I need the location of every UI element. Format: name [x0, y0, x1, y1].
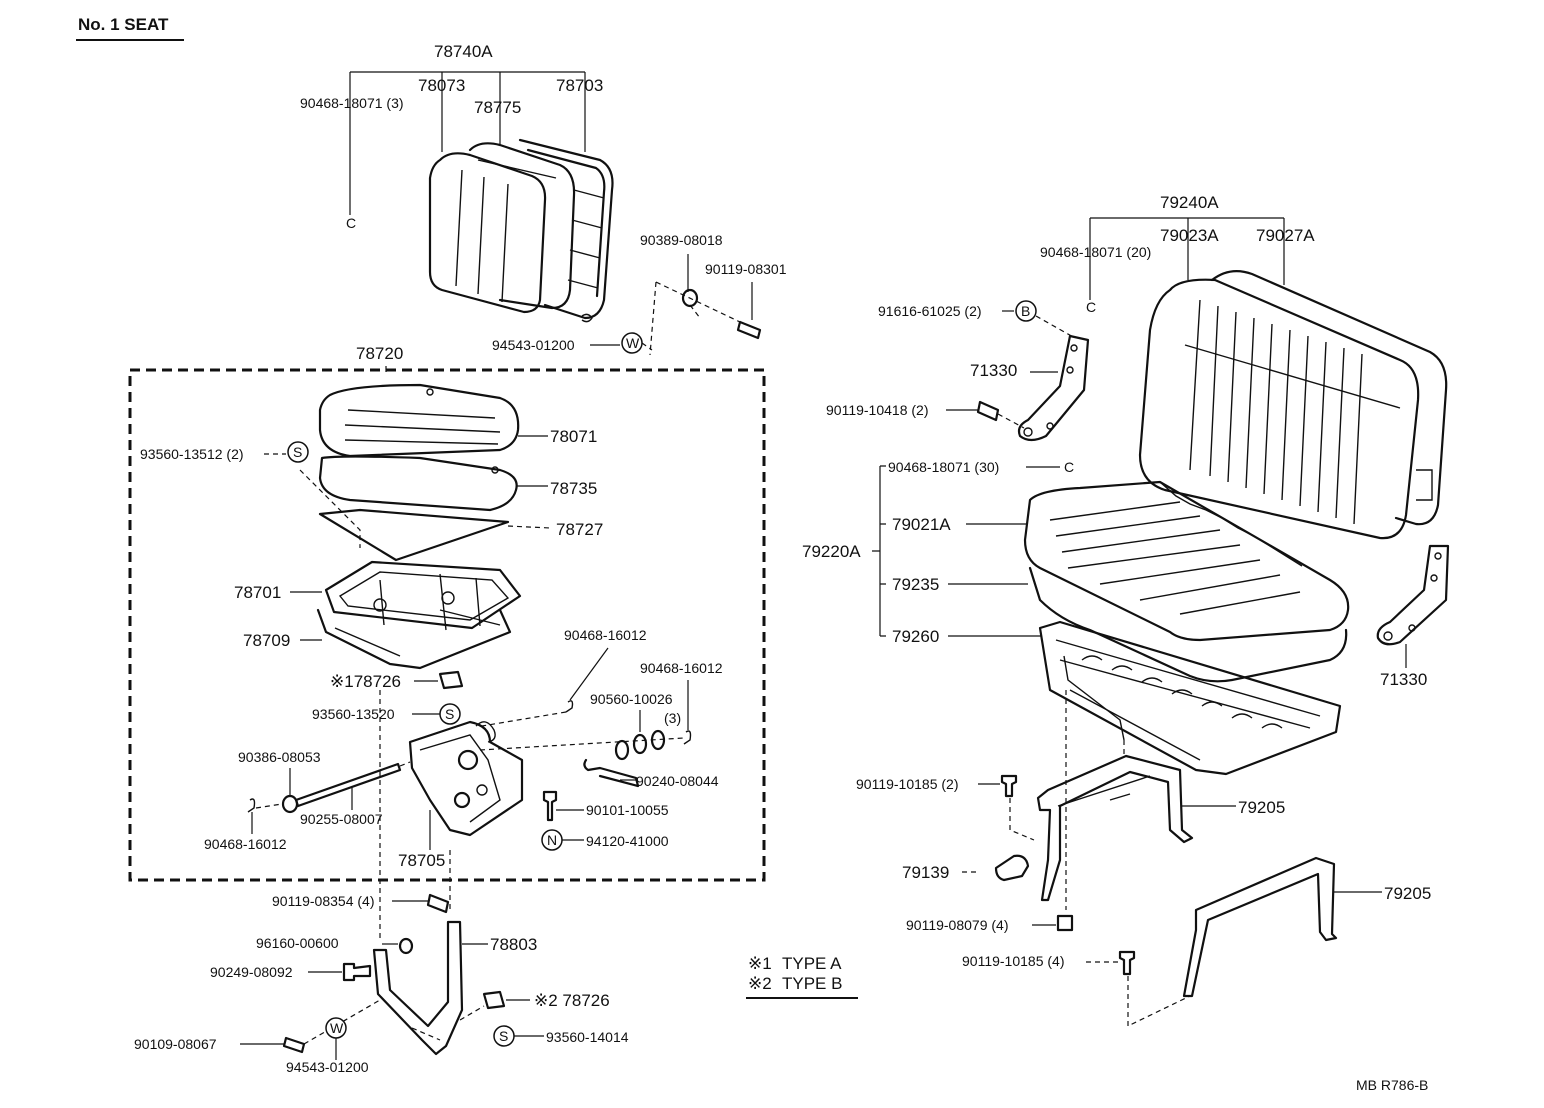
part-label-90119-10418: 90119-10418 (2) [826, 402, 928, 418]
part-label-78703: 78703 [556, 76, 603, 95]
part-label-78735: 78735 [550, 479, 597, 498]
part-label-90101-10055: 90101-10055 [586, 802, 669, 818]
part-label-78720: 78720 [356, 344, 403, 363]
label-group-79220A: 90468-18071 (30) C 79021A 79220A 79235 7… [802, 459, 1074, 646]
part-label-79021A: 79021A [892, 515, 951, 534]
part-label-94543-01200-top: 94543-01200 [492, 337, 575, 353]
part-label-90468-16012-b: 90468-16012 [640, 660, 723, 676]
hog-ring-c-icon: C [1086, 299, 1096, 315]
part-label-90468-18071-20: 90468-18071 (20) [1040, 244, 1151, 260]
svg-text:S: S [499, 1028, 508, 1044]
type-legend: ※1 TYPE A ※2 TYPE B [746, 954, 858, 999]
part-label-78803: 78803 [490, 935, 537, 954]
part-label-90240-08044: 90240-08044 [636, 773, 719, 789]
part-label-78727: 78727 [556, 520, 603, 539]
cushion-assembly-box [128, 368, 766, 882]
seat-cushion-left: 78071 78735 78727 93560-13512 (2) S 7870… [140, 383, 603, 725]
recliner-mechanism: 78705 90468-16012 90468-16012 90560-1002… [204, 627, 723, 870]
part-label-79235: 79235 [892, 575, 939, 594]
part-label-94543-01200-bottom: 94543-01200 [286, 1059, 369, 1075]
label-group-78740A: 78740A 78073 78775 78703 90468-18071 (3)… [300, 42, 603, 231]
part-label-93560-13512: 93560-13512 (2) [140, 446, 244, 462]
bench-seatback [1138, 269, 1448, 540]
bench-hinge-bottom: 71330 [1376, 544, 1450, 689]
legend-mark-1: ※1 [748, 954, 772, 973]
svg-text:S: S [293, 444, 302, 460]
part-label-90119-10185-4: 90119-10185 (4) [962, 953, 1064, 969]
hog-ring-c-icon: C [1064, 459, 1074, 475]
part-label-71330-top: 71330 [970, 361, 1017, 380]
part-label-94120-41000: 94120-41000 [586, 833, 669, 849]
legend-text-type-b: TYPE B [782, 974, 842, 993]
part-label-90109-08067: 90109-08067 [134, 1036, 217, 1052]
part-label-78701: 78701 [234, 583, 281, 602]
svg-text:W: W [626, 335, 640, 351]
part-label-90119-08301: 90119-08301 [705, 261, 787, 277]
part-label-90468-16012-a: 90468-16012 [564, 627, 647, 643]
part-label-79027A: 79027A [1256, 226, 1315, 245]
part-label-79139: 79139 [902, 863, 949, 882]
part-label-79205-a: 79205 [1238, 798, 1285, 817]
part-label-79260: 79260 [892, 627, 939, 646]
bench-hinge-hardware: 91616-61025 (2) B 71330 90119-10418 (2) [826, 300, 1090, 442]
part-label-90560-qty: (3) [664, 710, 681, 726]
part-label-93560-13520: 93560-13520 [312, 706, 395, 722]
part-label-90119-10185-2: 90119-10185 (2) [856, 776, 958, 792]
part-label-78775: 78775 [474, 98, 521, 117]
part-label-79023A: 79023A [1160, 226, 1219, 245]
hog-ring-c-icon: C [346, 215, 356, 231]
part-label-79220A: 79220A [802, 542, 861, 561]
part-label-79240A: 79240A [1160, 193, 1219, 212]
part-label-90255-08007: 90255-08007 [300, 811, 383, 827]
part-label-278726: ※2 78726 [534, 991, 610, 1010]
part-label-93560-14014: 93560-14014 [546, 1029, 629, 1045]
part-label-90389-08018: 90389-08018 [640, 232, 723, 248]
part-label-71330-bottom: 71330 [1380, 670, 1427, 689]
part-label-90468-18071-30: 90468-18071 (30) [888, 459, 999, 475]
seatback-hardware: 90389-08018 90119-08301 94543-01200 W [492, 232, 787, 356]
part-label-90119-08079: 90119-08079 (4) [906, 917, 1008, 933]
svg-text:N: N [547, 832, 557, 848]
part-label-78071: 78071 [550, 427, 597, 446]
svg-text:B: B [1021, 303, 1030, 319]
part-label-78709: 78709 [243, 631, 290, 650]
part-label-78705: 78705 [398, 851, 445, 870]
part-label-90468-18071-3: 90468-18071 (3) [300, 95, 404, 111]
label-group-79240A: 79240A 79023A 79027A 90468-18071 (20) C [1040, 193, 1315, 315]
part-label-79205-b: 79205 [1384, 884, 1431, 903]
screw-s-icon [287, 441, 309, 463]
bench-legs: 90119-10185 (2) 79205 79139 90119-08079 … [856, 690, 1431, 1027]
part-label-91616-61025: 91616-61025 (2) [878, 303, 982, 319]
part-label-90468-16012-c: 90468-16012 [204, 836, 287, 852]
part-label-90249-08092: 90249-08092 [210, 964, 293, 980]
part-label-96160-00600: 96160-00600 [256, 935, 339, 951]
seatback-assembly-left [428, 138, 614, 323]
diagram-title: No. 1 SEAT [78, 15, 169, 34]
part-label-78073: 78073 [418, 76, 465, 95]
legend-text-type-a: TYPE A [782, 954, 842, 973]
bench-cushion [1023, 480, 1350, 776]
part-label-178726: ※178726 [330, 672, 401, 691]
bolt-b-icon [1015, 300, 1037, 322]
part-label-90119-08354: 90119-08354 (4) [272, 893, 374, 909]
part-label-90560-10026: 90560-10026 [590, 691, 673, 707]
part-label-78740A: 78740A [434, 42, 493, 61]
part-label-90386-08053: 90386-08053 [238, 749, 321, 765]
svg-text:S: S [445, 706, 454, 722]
screw-s-icon [439, 703, 461, 725]
seat-leg-left: 90119-08354 (4) 78803 96160-00600 90249-… [134, 690, 629, 1075]
diagram-reference-code: MB R786-B [1356, 1077, 1428, 1093]
svg-text:W: W [330, 1020, 344, 1036]
legend-mark-2: ※2 [748, 974, 772, 993]
